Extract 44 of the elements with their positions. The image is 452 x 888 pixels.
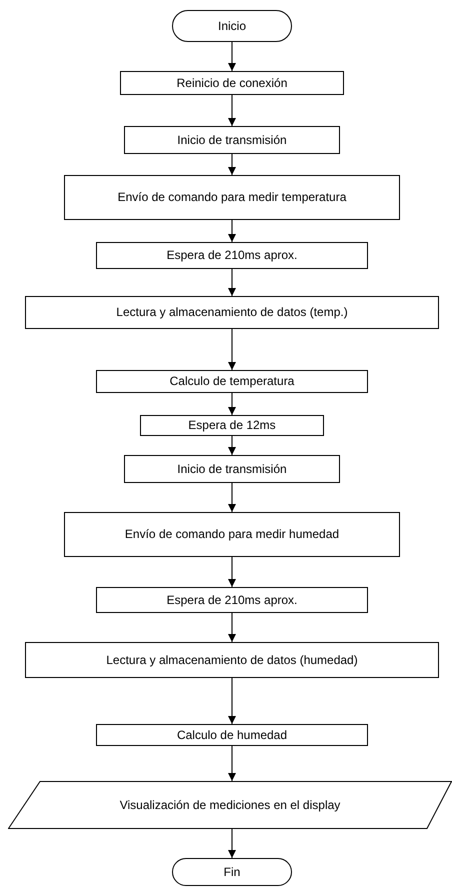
step-text: Inicio [216,18,247,34]
process-box [25,642,439,678]
arrow [228,94,236,126]
step-text: Reinicio de conexión [176,76,288,90]
process-box [25,296,439,329]
arrow [228,828,236,858]
step-text: Envío de comando para medir temperatura [116,190,348,205]
step-text: Calculo de humedad [176,728,288,742]
arrow [228,328,236,370]
process-box [64,512,400,557]
process-box [140,415,324,436]
step-text: Inicio de transmisión [176,462,288,476]
step-text: Calculo de temperatura [168,374,296,389]
arrow [228,746,236,782]
arrow [228,482,236,512]
process-box [124,455,340,483]
step-text: Lectura y almacenamiento de datos (humedad) [105,652,359,668]
arrow [228,220,236,242]
arrow [228,154,236,176]
process-box [120,71,344,95]
step-text: Envío de comando para medir humedad [124,527,340,542]
process-box [96,242,368,269]
arrow [228,42,236,72]
step-text: Espera de 12ms [187,418,277,433]
process-box [96,587,368,613]
terminal-shape [172,10,292,42]
process-box [96,724,368,746]
step-text: Espera de 210ms aprox. [166,592,298,608]
step-text: Lectura y almacenamiento de datos (temp.) [115,305,349,320]
arrow [228,436,236,456]
step-text: Fin [222,864,242,880]
arrow [228,612,236,642]
step-text: Visualización de mediciones en el display [118,798,342,812]
arrow [228,268,236,296]
arrow [228,556,236,588]
arrow [228,678,236,724]
terminal-shape [172,858,292,886]
process-box [96,370,368,393]
process-box [64,175,400,220]
process-box [124,126,340,154]
data-parallelogram [8,781,452,829]
arrow [228,392,236,416]
step-text: Inicio de transmisión [176,132,288,148]
step-text: Espera de 210ms aprox. [166,248,298,263]
